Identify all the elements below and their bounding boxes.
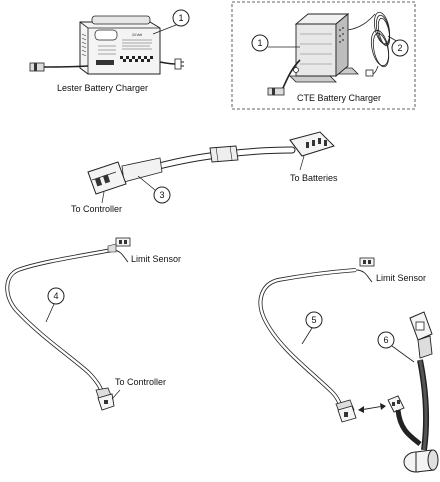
cte-charger-label: CTE Battery Charger	[297, 93, 382, 103]
callout-6: 6	[377, 331, 415, 363]
limit-sensor-harness-right	[258, 257, 375, 423]
limit-sensor-harness-left	[5, 237, 131, 411]
cte-charger-kit-box	[231, 1, 416, 110]
callout-3: 3	[137, 175, 171, 204]
callout-1-cte-number: 1	[257, 38, 262, 48]
callout-3-number: 3	[159, 190, 164, 200]
callout-1-lester: 1	[152, 9, 190, 35]
connection-arrow	[358, 403, 386, 413]
callout-5-number: 5	[311, 315, 316, 325]
callout-6-number: 6	[383, 335, 388, 345]
to-controller-cable-label: To Controller	[71, 204, 123, 214]
callout-5: 5	[301, 311, 323, 345]
lester-charger	[29, 15, 184, 75]
limit-sensor-right-label: Limit Sensor	[376, 273, 427, 283]
to-batteries-label: To Batteries	[290, 173, 338, 183]
callout-2: 2	[387, 35, 409, 57]
charger-port-cable	[87, 131, 335, 204]
ac-power-cord	[347, 11, 391, 77]
callout-4-number: 4	[53, 291, 58, 301]
callout-1-cte: 1	[251, 34, 300, 52]
limit-sensor-left-label: Limit Sensor	[131, 254, 182, 264]
to-controller-harness-label: To Controller	[115, 377, 167, 387]
callout-2-number: 2	[397, 43, 402, 53]
callout-4: 4	[45, 287, 65, 323]
callout-1-lester-number: 1	[178, 13, 183, 23]
sensor-cable-assembly	[387, 311, 439, 473]
charger-panel-voltage-text: 24 Volt	[132, 33, 142, 37]
lester-charger-label: Lester Battery Charger	[57, 83, 149, 93]
cte-charger	[267, 13, 359, 96]
